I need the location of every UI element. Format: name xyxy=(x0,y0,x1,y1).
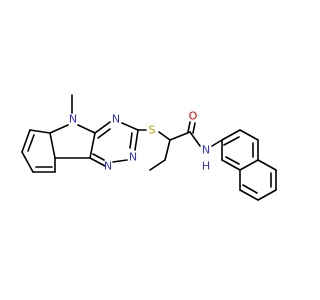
bond-benzo-1 xyxy=(29,129,51,134)
bond-co-o-1 xyxy=(187,121,191,133)
bond-naph-8b xyxy=(242,184,258,194)
bond-n-c4a xyxy=(77,124,96,134)
atom-n-triazine-2: N xyxy=(129,151,137,164)
atom-oxygen: O xyxy=(189,110,198,123)
bond-tri-3 xyxy=(134,129,139,151)
bond-s-calpha xyxy=(158,131,171,141)
atom-n-triazine-1: N xyxy=(112,113,120,126)
molecule-diagram: N N N N S O N H xyxy=(21,94,277,201)
bond-naph-8 xyxy=(239,189,259,201)
bond-benzo-2 xyxy=(21,129,31,153)
bond-tri-5b xyxy=(92,153,105,161)
bond-tri-5 xyxy=(89,157,106,167)
bond-ch2-ch3 xyxy=(149,159,166,171)
bond-co-o-2 xyxy=(192,122,196,134)
bonds xyxy=(21,94,277,201)
bond-calpha-ch2 xyxy=(164,139,171,161)
bond-benzo-2b xyxy=(27,134,35,152)
bond-c4a-c9b xyxy=(89,132,96,159)
atom-labels: N N N N S O N H xyxy=(69,110,210,173)
bond-naph-4 xyxy=(239,159,259,171)
atom-amide-n: N xyxy=(202,144,210,157)
bond-n-c8a xyxy=(49,124,69,134)
bond-naph-1b xyxy=(223,136,240,146)
atom-amide-h: H xyxy=(202,160,210,173)
atom-n-triazine-3: N xyxy=(104,160,112,173)
bond-naph-1 xyxy=(221,129,241,141)
bond-tri-3b xyxy=(129,132,133,149)
atom-sulfur: S xyxy=(149,124,156,137)
bond-c8a-c4b xyxy=(49,132,56,159)
bond-naph-5b xyxy=(225,156,240,165)
bond-naph-11 xyxy=(257,159,277,171)
bond-tri-4 xyxy=(112,159,128,163)
bond-naph-5 xyxy=(221,159,241,171)
bond-naph-9 xyxy=(257,189,277,201)
bond-tri-2 xyxy=(121,122,139,131)
structure-svg: N N N N S O N H xyxy=(21,94,277,201)
bond-benzo-3 xyxy=(21,151,34,173)
bond-calpha-co xyxy=(169,131,191,141)
bond-co-n xyxy=(189,131,201,147)
bond-tri-1 xyxy=(94,121,111,134)
bond-n-naph xyxy=(211,139,223,147)
bond-naph-2 xyxy=(239,129,259,141)
atom-n-methyl: N xyxy=(69,113,77,126)
bond-tri-1b xyxy=(97,128,111,139)
